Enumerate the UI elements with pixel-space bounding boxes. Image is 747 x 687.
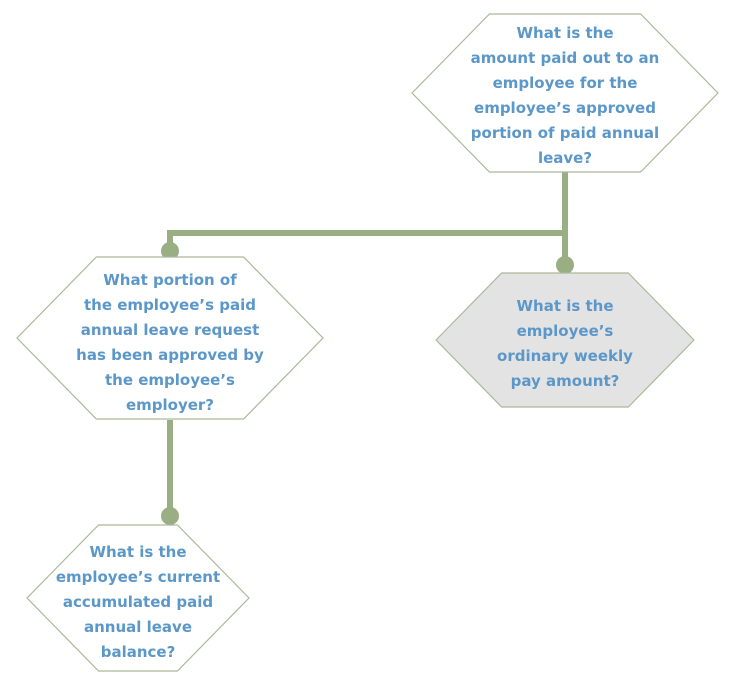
nodes: What is the amount paid out to an employee…	[16, 13, 719, 672]
node-top-label: What is the amount paid out to an employee…	[471, 24, 660, 167]
node-bottom-label: What is the employee’s current accumulated…	[56, 543, 220, 661]
node-left-shape	[16, 256, 324, 420]
node-right-line: What is the	[516, 297, 613, 315]
node-bottom-line: What is the	[89, 543, 186, 561]
node-left-line: annual leave request	[81, 321, 260, 339]
node-left-line: the employee’s	[105, 371, 235, 389]
node-top-shape	[411, 13, 719, 173]
node-top: What is the amount paid out to an employee…	[411, 13, 719, 173]
node-top-line: amount paid out to an	[471, 49, 660, 67]
node-top-line: employee for the	[493, 74, 638, 92]
connector-dot-bottom	[161, 507, 179, 525]
node-top-line: portion of paid annual	[471, 124, 659, 142]
node-bottom: What is the employee’s current accumulated…	[26, 524, 250, 672]
connectors	[161, 172, 574, 525]
node-top-line: employee’s approved	[474, 99, 656, 117]
node-left-label: What portion of the employee’s paid annual…	[76, 271, 264, 414]
node-right-line: pay amount?	[511, 372, 620, 390]
node-top-line: leave?	[538, 149, 592, 167]
node-right-shape	[435, 272, 695, 408]
connector-dot-right	[556, 256, 574, 274]
node-left-line: the employee’s paid	[84, 296, 256, 314]
node-right-line: ordinary weekly	[497, 347, 633, 365]
node-right-line: employee’s	[517, 322, 614, 340]
node-left: What portion of the employee’s paid annual…	[16, 256, 324, 420]
node-left-line: What portion of	[103, 271, 237, 289]
node-left-line: employer?	[126, 396, 214, 414]
connector-dot-left	[161, 242, 179, 260]
node-top-line: What is the	[516, 24, 613, 42]
node-bottom-line: accumulated paid	[63, 593, 213, 611]
node-right: What is the employee’s ordinary weekly pay …	[435, 272, 695, 408]
node-right-label: What is the employee’s ordinary weekly pay …	[497, 297, 633, 390]
node-bottom-line: employee’s current	[56, 568, 220, 586]
node-bottom-shape	[26, 524, 250, 672]
node-left-line: has been approved by	[76, 346, 264, 364]
node-bottom-line: annual leave	[84, 618, 192, 636]
node-bottom-line: balance?	[101, 643, 176, 661]
